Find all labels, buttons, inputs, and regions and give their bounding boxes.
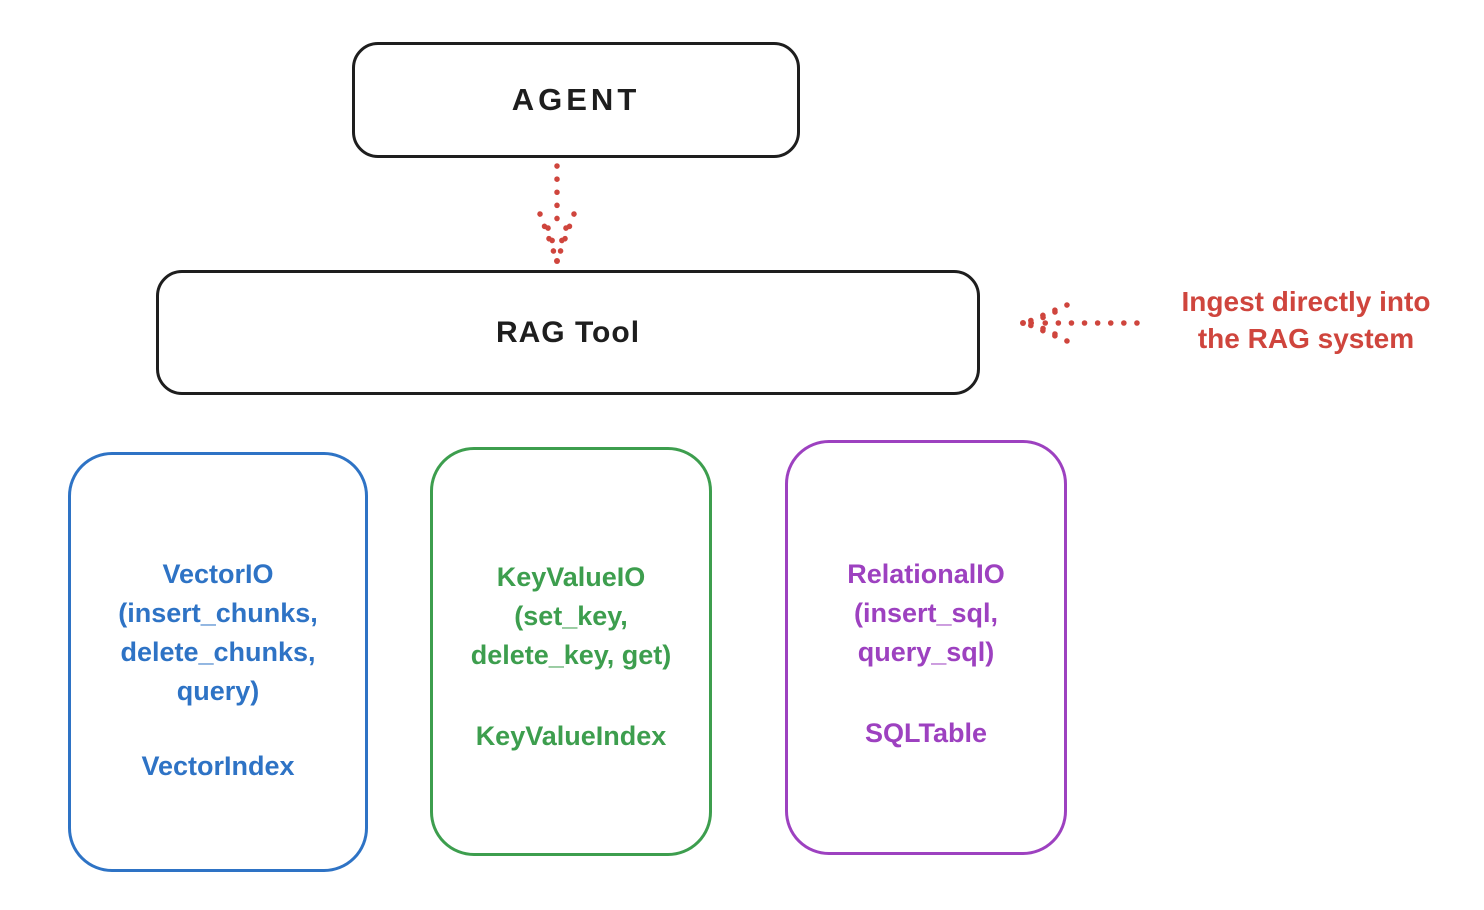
dotted-arrow-down-icon [537,163,577,264]
relational-io-box: RelationalIO (insert_sql, query_sql) SQL… [785,440,1067,855]
vector-index-label: VectorIndex [141,751,295,781]
sql-table-label: SQLTable [864,718,987,748]
keyvalue-index-label: KeyValueIndex [475,721,667,751]
vector-io-line: delete_chunks, [120,637,316,667]
keyvalue-io-line: (set_key, [514,601,628,631]
relational-io-description: RelationalIO (insert_sql, query_sql) [847,555,1005,672]
rag-tool-box: RAG Tool [156,270,980,395]
agent-box: AGENT [352,42,800,158]
ingest-annotation: Ingest directly into the RAG system [1138,283,1474,357]
ingest-annotation-line2: the RAG system [1197,323,1415,354]
agent-label: AGENT [511,82,641,117]
vector-io-line: query) [176,676,260,706]
relational-io-line: (insert_sql, [853,598,999,628]
rag-tool-label: RAG Tool [495,315,641,349]
vector-io-line: (insert_chunks, [118,598,318,628]
relational-io-line: query_sql) [857,637,995,667]
keyvalue-io-description: KeyValueIO (set_key, delete_key, get) [471,558,672,675]
vector-io-box: VectorIO (insert_chunks, delete_chunks, … [68,452,368,872]
vector-io-description: VectorIO (insert_chunks, delete_chunks, … [118,555,318,711]
keyvalue-io-line: delete_key, get) [470,640,672,670]
dotted-arrow-left-icon [1020,302,1140,344]
vector-io-line: VectorIO [162,559,274,589]
keyvalue-io-line: KeyValueIO [496,562,646,592]
keyvalue-io-box: KeyValueIO (set_key, delete_key, get) Ke… [430,447,712,856]
relational-io-line: RelationalIO [847,559,1005,589]
ingest-annotation-line1: Ingest directly into [1181,286,1431,317]
